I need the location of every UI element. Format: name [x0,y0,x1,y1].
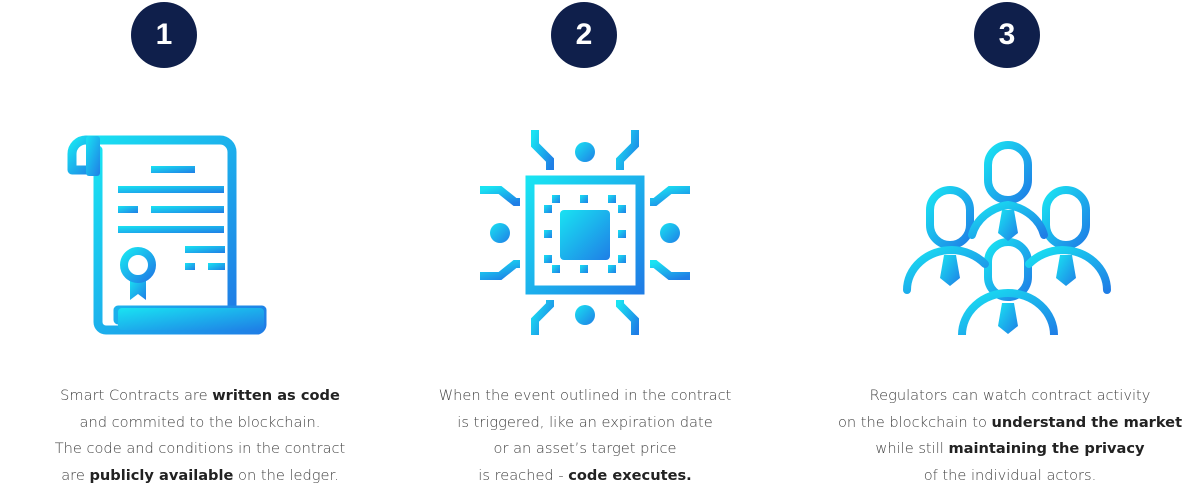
description-line: When the event outlined in the contract [438,387,732,404]
scroll-contract-icon [67,135,267,335]
step-number-badge: 2 [551,2,617,68]
description-line: The code and conditions in the contract [54,440,346,457]
cpu-chip-icon [480,130,690,335]
description-line: Smart Contracts are written as code [60,387,340,404]
step-1: 1 Smart Contracts are written as code an… [0,0,400,489]
description-line: while still maintaining the privacy [875,440,1145,457]
description-line: on the blockchain to understand the mark… [837,413,1183,431]
description-line: are publicly available on the ledger. [61,466,339,484]
step-2: 2 When the event outlined in the contrac… [385,0,785,489]
description-line: is triggered, like an expiration date [457,413,713,431]
step-3: 3 Regulators can watch contract activity… [810,0,1200,489]
description-line: or an asset’s target price [493,440,677,457]
step-description: When the event outlined in the contract … [385,383,785,489]
description-line: of the individual actors. [923,466,1097,484]
description-line: is reached - code executes. [478,466,692,484]
description-line: and commited to the blockchain. [79,413,321,431]
step-number-badge: 3 [974,2,1040,68]
step-description: Smart Contracts are written as code and … [0,383,400,489]
people-group-icon [903,141,1111,335]
description-line: Regulators can watch contract activity [869,387,1151,404]
step-description: Regulators can watch contract activity o… [810,383,1200,489]
step-number-badge: 1 [131,2,197,68]
